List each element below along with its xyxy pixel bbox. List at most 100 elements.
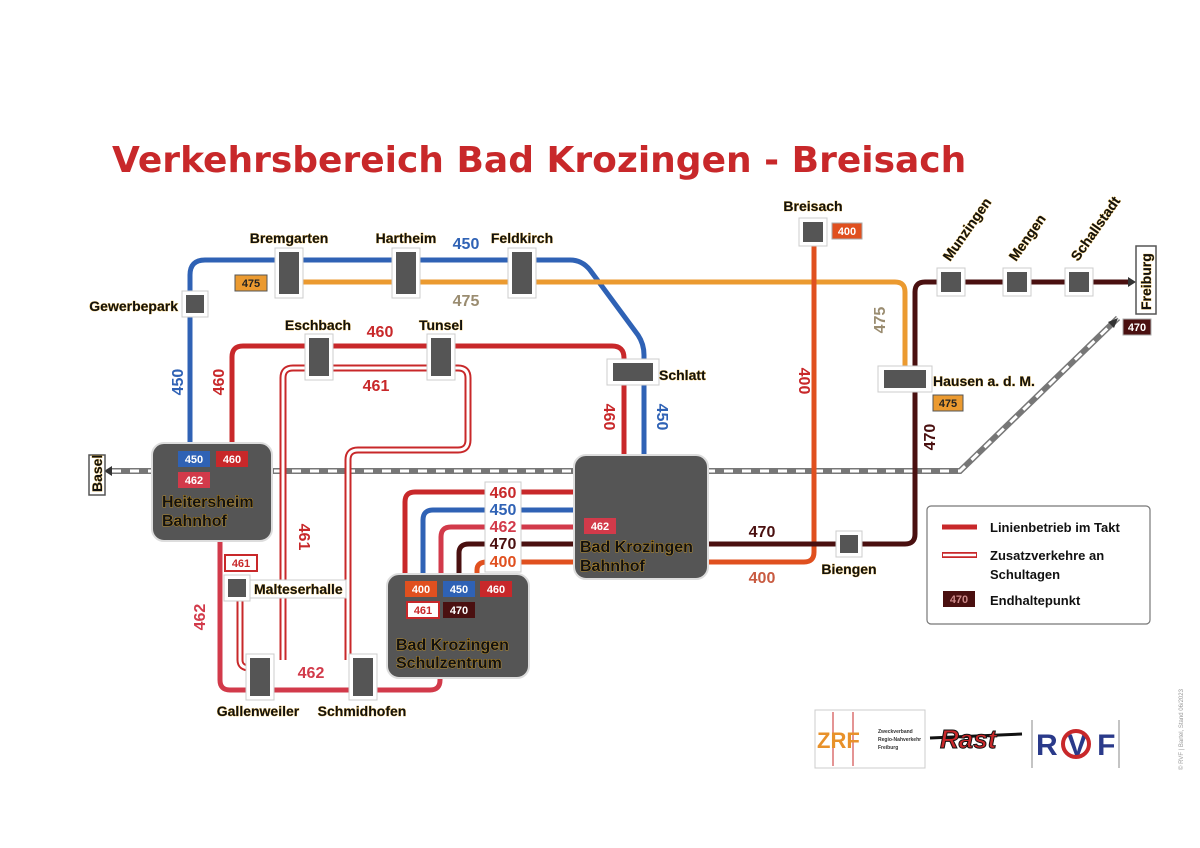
svg-text:Freiburg: Freiburg	[878, 745, 898, 751]
line-475	[280, 279, 908, 380]
hub-badge: 462	[185, 475, 203, 487]
stop-tunsel[interactable]: Tunsel	[419, 317, 463, 381]
bundle-label-462: 462	[490, 519, 517, 536]
stop-schlatt[interactable]: Schlatt	[606, 358, 706, 386]
line-label-460: 460	[211, 369, 228, 396]
bundle-label-460: 460	[490, 485, 517, 502]
line-450	[187, 257, 647, 460]
line-bundle	[402, 489, 575, 575]
terminal-badge-malteserhalle: 461	[224, 554, 258, 572]
line-label-400: 400	[749, 570, 776, 587]
svg-text:461: 461	[232, 558, 250, 570]
hub-name: Bahnhof	[162, 513, 228, 530]
stop-schmidhofen[interactable]: Schmidhofen	[317, 653, 407, 719]
bundle-label-450: 450	[490, 502, 517, 519]
line-label-450: 450	[453, 236, 480, 253]
svg-text:Malteserhalle: Malteserhalle	[254, 581, 343, 597]
stop-gewerbepark[interactable]: Gewerbepark	[89, 290, 209, 318]
stop-malteserhalle[interactable]: Malteserhalle	[223, 574, 347, 602]
svg-text:Eschbach: Eschbach	[285, 317, 351, 333]
line-label-470: 470	[749, 524, 776, 541]
hub-name: Bad Krozingen	[580, 539, 693, 556]
line-label-462: 462	[298, 665, 325, 682]
svg-text:Munzingen: Munzingen	[939, 195, 994, 264]
logo-rvf: RVF	[1031, 720, 1120, 768]
logo-zrf: ZRF Zweckverband Regio-Nahverkehr Freibu…	[814, 709, 926, 769]
svg-text:Schultagen: Schultagen	[990, 567, 1060, 582]
hub-heitersheim[interactable]: 450 460 462 Heitersheim Bahnhof	[151, 442, 273, 542]
svg-text:Bremgarten: Bremgarten	[250, 230, 329, 246]
svg-text:470: 470	[1128, 322, 1146, 334]
svg-text:Schallstadt: Schallstadt	[1067, 193, 1123, 264]
svg-text:Mengen: Mengen	[1005, 211, 1048, 264]
legend: Linienbetrieb im Takt Zusatzverkehre an …	[926, 505, 1151, 625]
line-label-475: 475	[872, 307, 889, 334]
line-label-450: 450	[170, 369, 187, 396]
stop-gallenweiler[interactable]: Gallenweiler	[216, 653, 300, 719]
stop-freiburg[interactable]: Freiburg	[1135, 245, 1157, 315]
svg-text:Hartheim: Hartheim	[376, 230, 437, 246]
stop-breisach[interactable]: Breisach	[783, 198, 843, 247]
line-label-460: 460	[367, 324, 394, 341]
stop-hartheim[interactable]: Hartheim	[375, 230, 437, 299]
line-label-400: 400	[795, 368, 812, 395]
svg-text:Regio-Nahverkehr: Regio-Nahverkehr	[878, 737, 921, 743]
legend-solid-label: Linienbetrieb im Takt	[990, 520, 1120, 535]
svg-text:Biengen: Biengen	[821, 561, 876, 577]
line-470	[705, 279, 1128, 547]
hub-badge: 460	[487, 584, 505, 596]
bundle-label-box: 460 450 462 470 400	[484, 481, 522, 573]
line-label-450: 450	[653, 404, 670, 431]
svg-text:Schlatt: Schlatt	[659, 367, 706, 383]
svg-text:Zweckverband: Zweckverband	[878, 729, 913, 735]
svg-text:Hausen a. d. M.: Hausen a. d. M.	[933, 373, 1035, 389]
hub-badge: 461	[414, 605, 432, 617]
hub-name: Schulzentrum	[396, 655, 502, 672]
hub-name: Bahnhof	[580, 558, 646, 575]
terminal-badge-breisach: 400	[831, 222, 863, 240]
terminal-badge-hausen: 475	[932, 394, 964, 412]
freiburg-arrow-icon	[1128, 277, 1136, 287]
hub-badge: 450	[450, 584, 468, 596]
svg-text:475: 475	[242, 278, 260, 290]
railway-line	[112, 315, 1121, 474]
stop-feldkirch[interactable]: Feldkirch	[491, 230, 553, 299]
hub-name: Heitersheim	[162, 494, 254, 511]
hub-bad-krozingen-bahnhof[interactable]: 462 Bad Krozingen Bahnhof	[573, 454, 709, 580]
hub-bad-krozingen-schulzentrum[interactable]: 400 450 460 461 470 Bad Krozingen Schulz…	[386, 573, 530, 679]
credit: © RVF | Bartel, Stand 06/2023	[1178, 688, 1185, 770]
legend-school-label: Zusatzverkehre an	[990, 548, 1104, 563]
svg-text:Feldkirch: Feldkirch	[491, 230, 553, 246]
stop-eschbach[interactable]: Eschbach	[285, 317, 351, 381]
stop-hausen[interactable]: Hausen a. d. M.	[877, 365, 1035, 393]
line-462	[217, 540, 443, 693]
map-title: Verkehrsbereich Bad Krozingen - Breisach	[112, 140, 966, 181]
hub-name: Bad Krozingen	[396, 637, 509, 654]
svg-text:Schmidhofen: Schmidhofen	[318, 703, 407, 719]
stop-biengen[interactable]: Biengen	[821, 530, 877, 577]
hub-badge: 460	[223, 454, 241, 466]
svg-text:400: 400	[838, 226, 856, 238]
hub-badge: 470	[450, 605, 468, 617]
line-label-475: 475	[453, 293, 480, 310]
hub-badge: 400	[412, 584, 430, 596]
svg-text:Tunsel: Tunsel	[419, 317, 463, 333]
bundle-label-400: 400	[490, 554, 517, 571]
terminal-badge-freiburg: 470	[1122, 318, 1152, 336]
stop-basel[interactable]: Basel	[88, 454, 106, 496]
basel-arrow-icon	[104, 466, 112, 476]
svg-text:Basel: Basel	[89, 455, 105, 492]
line-400	[705, 245, 817, 565]
line-label-460: 460	[600, 404, 617, 431]
line-label-461: 461	[363, 378, 390, 395]
svg-text:Gallenweiler: Gallenweiler	[217, 703, 300, 719]
svg-text:ZRF: ZRF	[817, 728, 860, 753]
line-label-462: 462	[192, 604, 209, 631]
svg-text:470: 470	[950, 594, 968, 606]
stop-bremgarten[interactable]: Bremgarten	[249, 230, 329, 299]
legend-terminal-swatch	[943, 591, 975, 607]
line-label-461: 461	[295, 524, 312, 551]
hub-badge: 450	[185, 454, 203, 466]
svg-text:Freiburg: Freiburg	[1138, 253, 1154, 310]
svg-text:Rast: Rast	[940, 724, 998, 754]
